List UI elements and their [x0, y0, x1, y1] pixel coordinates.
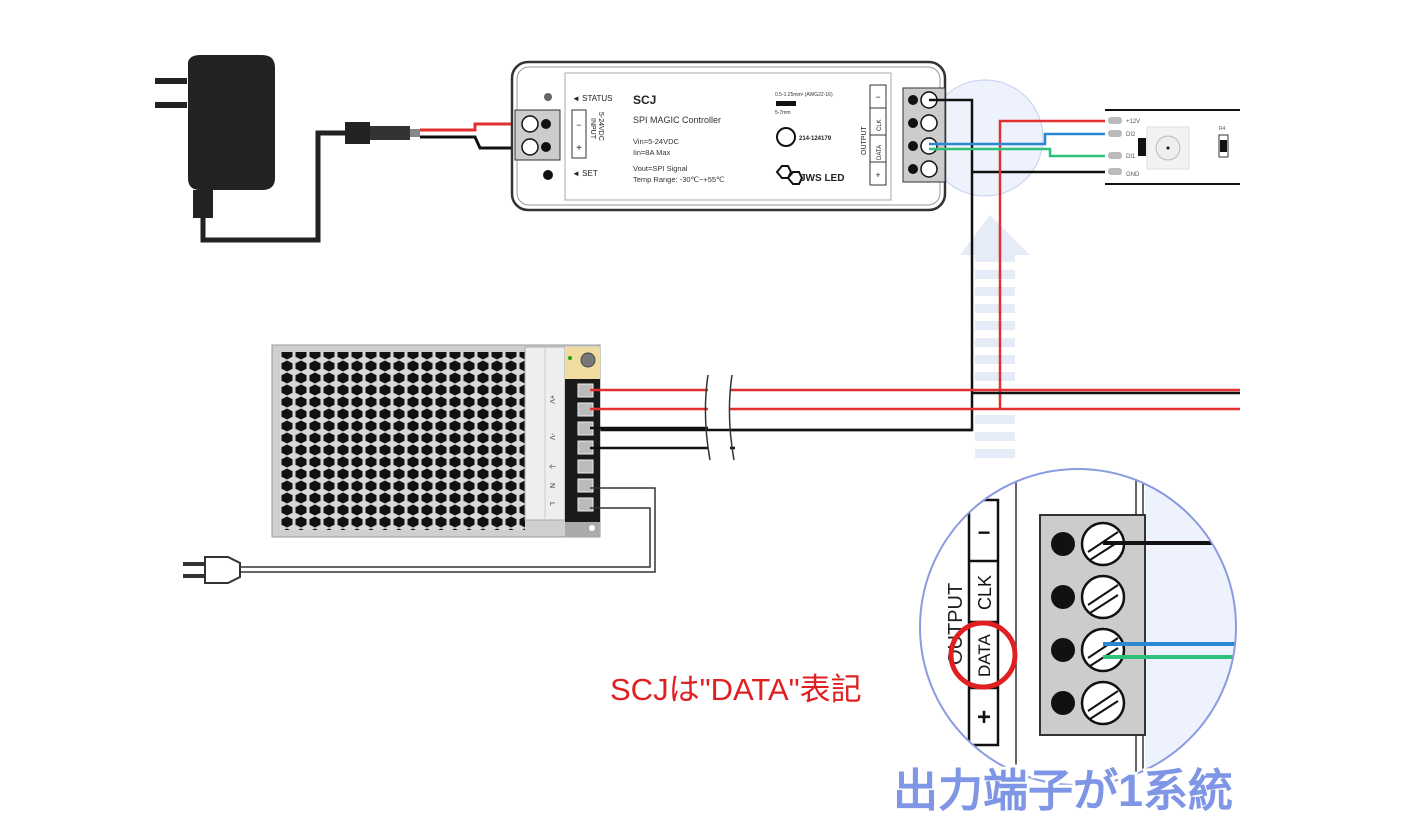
cert-number: 214-124179	[799, 136, 832, 142]
brand-logo: JWS LED	[800, 173, 844, 184]
ac-plug	[183, 556, 241, 584]
psu-label-l: L	[548, 502, 555, 506]
wire-spec: 0.5-1.25mm² (AWG22-16)	[775, 92, 833, 98]
iin-spec: Iin=8A Max	[633, 148, 671, 157]
led-strip	[1105, 109, 1245, 185]
zoom-output-label: OUTPUT	[945, 583, 967, 665]
input-label: INPUT	[589, 118, 596, 140]
output-terminal-data: DATA	[877, 145, 883, 160]
input-plus: +	[576, 143, 582, 154]
zoom-terminal-data: DATA	[975, 634, 994, 677]
psu-label-minus-v: -V	[548, 433, 555, 440]
power-supply	[271, 344, 601, 538]
psu-label-n: N	[548, 483, 555, 488]
output-annotation: 出力端子が1系統	[893, 765, 1233, 816]
zoom-terminal-plus: +	[977, 704, 991, 731]
output-terminal-clk: CLK	[877, 119, 883, 131]
red-wire-output	[998, 119, 1110, 408]
data-highlight-circle	[948, 620, 1018, 690]
strip-length: 5-7mm	[775, 110, 791, 116]
input-minus: −	[576, 120, 581, 130]
pad-di1: DI1	[1126, 154, 1136, 160]
temp-spec: Temp Range: -30℃~+55℃	[633, 175, 725, 184]
pad-di2: DI2	[1126, 132, 1136, 138]
output-terminal-plus: +	[875, 170, 880, 180]
psu-wires	[240, 374, 1240, 573]
pad-gnd: GND	[1126, 172, 1140, 178]
product-name: SPI MAGIC Controller	[633, 115, 721, 125]
resistor-label: R4	[1219, 126, 1226, 132]
red-wire-input	[420, 122, 530, 132]
psu-label-plus-v: +V	[548, 395, 555, 404]
zoom-terminal-minus: −	[978, 520, 991, 545]
zoom-view	[919, 468, 1237, 786]
ac-adapter	[155, 55, 420, 243]
output-terminal-minus: −	[875, 92, 880, 102]
set-label: ◄ SET	[572, 169, 598, 178]
input-voltage: 5-24VDC	[597, 112, 604, 141]
scj-controller	[510, 60, 947, 212]
vin-spec: Vin=5-24VDC	[633, 137, 680, 146]
vout-spec: Vout=SPI Signal	[633, 164, 688, 173]
zoom-terminal-clk: CLK	[975, 575, 995, 610]
status-label: ◄ STATUS	[572, 94, 613, 103]
up-arrow-icon	[960, 215, 1030, 458]
green-wire-data	[929, 147, 1110, 158]
black-wire-input	[420, 135, 530, 150]
model-name: SCJ	[633, 93, 656, 107]
blue-wire-data	[929, 132, 1110, 146]
pad-12v: +12V	[1126, 119, 1140, 125]
psu-label-ground: ⏚	[548, 463, 556, 470]
output-label: OUTPUT	[861, 126, 868, 156]
data-annotation: SCJは"DATA"表記	[610, 672, 862, 707]
